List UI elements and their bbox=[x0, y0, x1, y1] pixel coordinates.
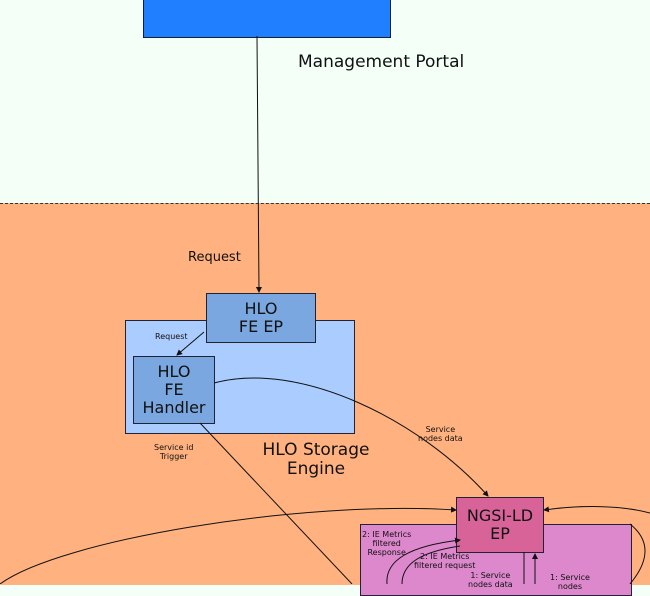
hlo-storage-engine-label: HLO Storage Engine bbox=[262, 440, 370, 479]
edge-service-nodes-data-request-label: 1: Service nodes data bbox=[468, 571, 513, 589]
management-portal-box[interactable] bbox=[143, 0, 391, 38]
hlo-fe-ep-node[interactable]: HLO FE EP bbox=[206, 293, 316, 343]
edge-request-inner-label: Request bbox=[155, 332, 188, 341]
ngsi-ld-ep-label: NGSI-LD EP bbox=[466, 506, 534, 543]
edge-service-nodes-data-label: Service nodes data bbox=[418, 425, 463, 443]
edge-ie-metrics-response-label: 2: IE Metrics filtered Response bbox=[362, 530, 412, 557]
hlo-fe-handler-label: HLO FE Handler bbox=[142, 362, 206, 417]
management-portal-label: Management Portal bbox=[298, 52, 465, 72]
hlo-fe-ep-label: HLO FE EP bbox=[238, 299, 284, 336]
hlo-fe-handler-node[interactable]: HLO FE Handler bbox=[133, 356, 215, 424]
edge-request-label: Request bbox=[188, 250, 241, 265]
ngsi-ld-ep-node[interactable]: NGSI-LD EP bbox=[456, 497, 544, 553]
edge-service-nodes-request-label: 1: Service nodes bbox=[550, 573, 590, 591]
edge-service-id-trigger-label: Service id Trigger bbox=[154, 443, 194, 461]
edge-ie-metrics-request-label: 2: IE Metrics filtered request bbox=[414, 552, 476, 570]
